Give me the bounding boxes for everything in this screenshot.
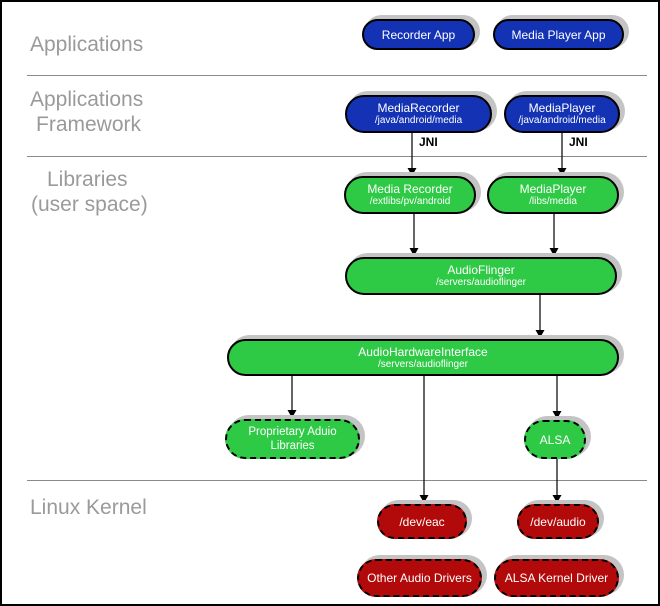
node-mediarecorder-framework-path: /java/android/media <box>374 115 463 126</box>
node-mediaplayer-framework-path: /java/android/media <box>518 115 606 126</box>
edge-audioflinger-to-ahi <box>535 295 545 338</box>
node-media-player-app-label: Media Player App <box>511 27 606 42</box>
node-audioflinger: AudioFlinger /servers/audioflinger <box>345 257 617 295</box>
node-recorder-app-label: Recorder App <box>381 27 456 42</box>
edge-mediaplayer-lib-to-audioflinger <box>549 214 559 256</box>
node-alsa-kernel-driver-label: ALSA Kernel Driver <box>504 571 609 585</box>
node-other-audio-drivers: Other Audio Drivers <box>357 559 482 597</box>
divider-applications <box>27 75 647 76</box>
node-audio-hardware-interface: AudioHardwareInterface /servers/audiofli… <box>227 339 619 376</box>
node-audio-hardware-interface-path: /servers/audioflinger <box>377 358 469 370</box>
node-audioflinger-label: AudioFlinger <box>447 263 515 277</box>
node-dev-audio-label: /dev/audio <box>530 514 586 529</box>
layer-label-libraries-line1: Libraries <box>47 168 128 191</box>
node-other-audio-drivers-label: Other Audio Drivers <box>367 571 472 585</box>
divider-kernel <box>27 480 647 481</box>
jni-label-right: JNI <box>569 135 588 149</box>
edge-mediarecorder-fw-to-lib <box>407 133 417 176</box>
node-audioflinger-path: /servers/audioflinger <box>435 277 527 288</box>
node-dev-audio: /dev/audio <box>517 504 599 539</box>
node-alsa-label: ALSA <box>539 432 571 447</box>
node-mediarecorder-framework: MediaRecorder /java/android/media <box>345 95 492 133</box>
node-dev-eac: /dev/eac <box>377 504 467 539</box>
divider-framework <box>27 156 647 157</box>
node-mediaplayer-framework-label: MediaPlayer <box>528 101 596 115</box>
layer-label-linux-kernel: Linux Kernel <box>30 496 147 519</box>
node-mediaplayer-lib-label: MediaPlayer <box>519 182 587 196</box>
node-alsa-kernel-driver: ALSA Kernel Driver <box>494 559 619 597</box>
node-media-recorder-lib-label: Media Recorder <box>367 182 453 196</box>
edge-ahi-to-proprietary <box>287 375 297 418</box>
layer-label-framework-line1: Applications <box>30 88 144 111</box>
node-recorder-app: Recorder App <box>362 19 475 50</box>
edge-ahi-to-alsa <box>552 375 562 419</box>
node-mediarecorder-framework-label: MediaRecorder <box>377 101 460 115</box>
node-alsa: ALSA <box>524 420 586 459</box>
node-media-recorder-lib-path: /extlibs/pv/android <box>369 196 451 207</box>
node-media-player-app: Media Player App <box>493 19 624 50</box>
node-proprietary-audio-libraries-label: Proprietary Aduio Libraries <box>248 426 337 452</box>
layer-label-libraries-line2: (user space) <box>31 193 148 216</box>
node-audio-hardware-interface-label: AudioHardwareInterface <box>358 344 488 359</box>
edge-mediarecorder-lib-to-audioflinger <box>409 214 419 256</box>
node-mediaplayer-framework: MediaPlayer /java/android/media <box>504 95 620 133</box>
edge-ahi-to-dev-eac <box>419 375 429 503</box>
node-mediaplayer-lib-path: /libs/media <box>529 196 577 207</box>
node-proprietary-audio-libraries: Proprietary Aduio Libraries <box>225 419 360 459</box>
jni-label-left: JNI <box>419 135 438 149</box>
node-media-recorder-lib: Media Recorder /extlibs/pv/android <box>344 176 476 214</box>
layer-label-framework-line2: Framework <box>36 113 142 136</box>
node-mediaplayer-lib: MediaPlayer /libs/media <box>487 176 619 214</box>
node-dev-eac-label: /dev/eac <box>399 514 445 529</box>
edge-alsa-to-dev-audio <box>552 459 562 503</box>
edge-mediaplayer-fw-to-lib <box>557 133 567 176</box>
layer-label-applications: Applications <box>30 33 144 56</box>
